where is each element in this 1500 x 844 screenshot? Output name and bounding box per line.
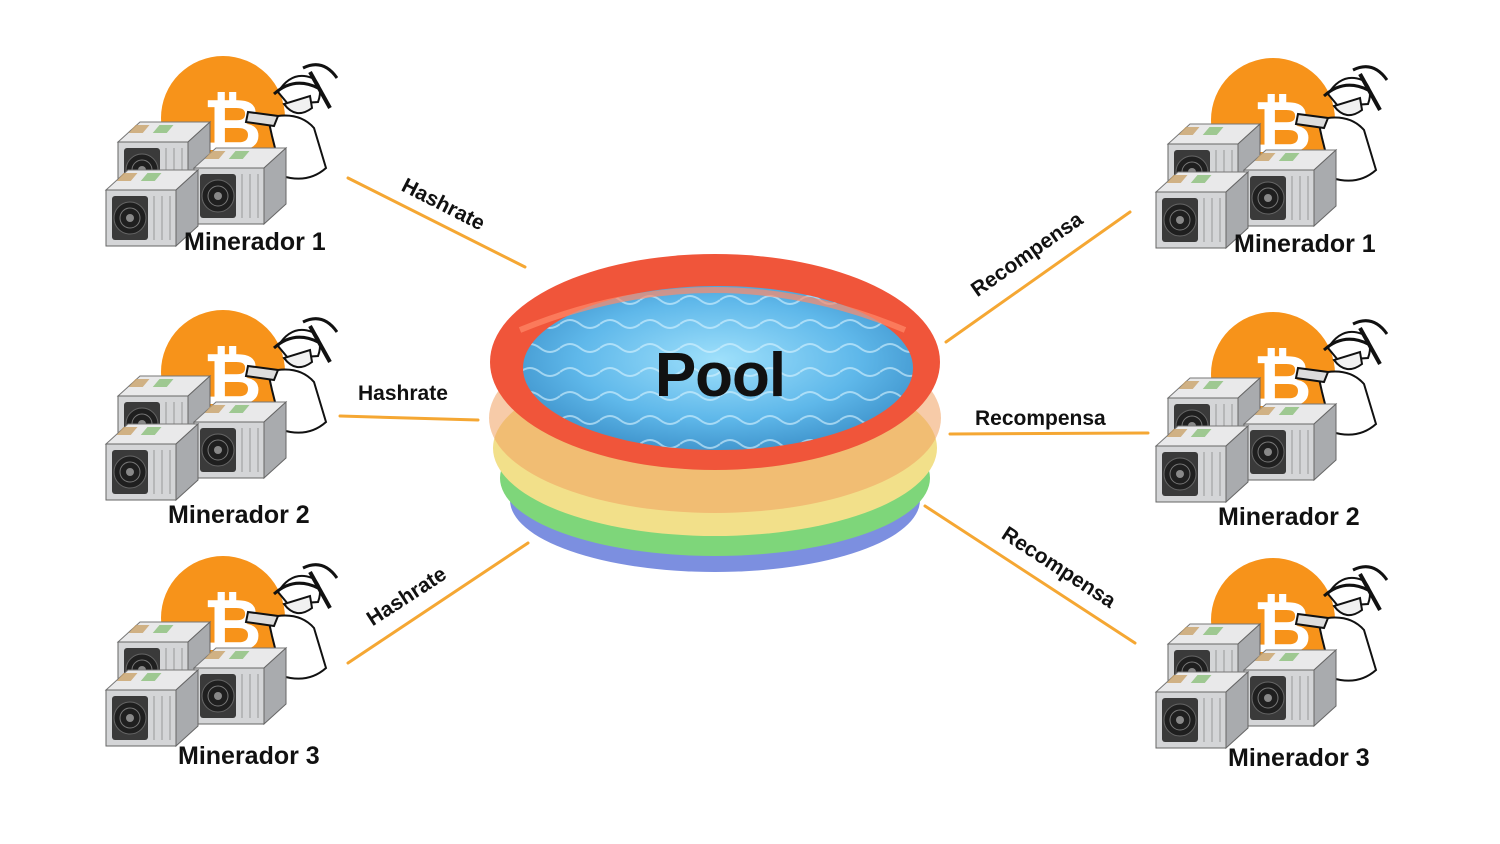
bitcoin-miner-icon: ₿: [1154, 558, 1388, 750]
bitcoin-miner-icon: ₿: [104, 556, 338, 748]
edge-label-right-2: Recompensa: [975, 407, 1106, 430]
miner-label: Minerador 2: [168, 501, 310, 529]
edge-label-left-2: Hashrate: [358, 382, 448, 405]
miner-label: Minerador 3: [178, 742, 320, 770]
miner-right-2: ₿: [1148, 308, 1388, 531]
miner-left-3: ₿: [98, 552, 338, 772]
bitcoin-miner-icon: ₿: [104, 310, 338, 502]
pool-title: Pool: [654, 341, 786, 410]
edge-line-left-2: [338, 414, 480, 422]
miner-left-1: ₿: [98, 52, 338, 272]
miner-label: Minerador 1: [1234, 230, 1376, 258]
edge-line-left-1: [346, 176, 527, 269]
edge-line-right-3: [923, 504, 1137, 645]
bitcoin-miner-icon: ₿: [104, 56, 338, 248]
edge-line-right-2: [948, 431, 1150, 436]
edge-line-left-3: [346, 541, 530, 665]
miner-label: Minerador 3: [1228, 744, 1370, 772]
miner-right-1: ₿: [1148, 54, 1388, 274]
miner-right-3: ₿: [1148, 554, 1388, 774]
miner-label: Minerador 1: [184, 228, 326, 256]
bitcoin-miner-icon: ₿: [1154, 58, 1388, 250]
miner-label: Minerador 2: [1218, 503, 1360, 531]
edge-line-right-1: [944, 210, 1132, 344]
bitcoin-miner-icon: ₿: [1154, 312, 1388, 504]
miner-left-2: ₿: [98, 306, 338, 529]
